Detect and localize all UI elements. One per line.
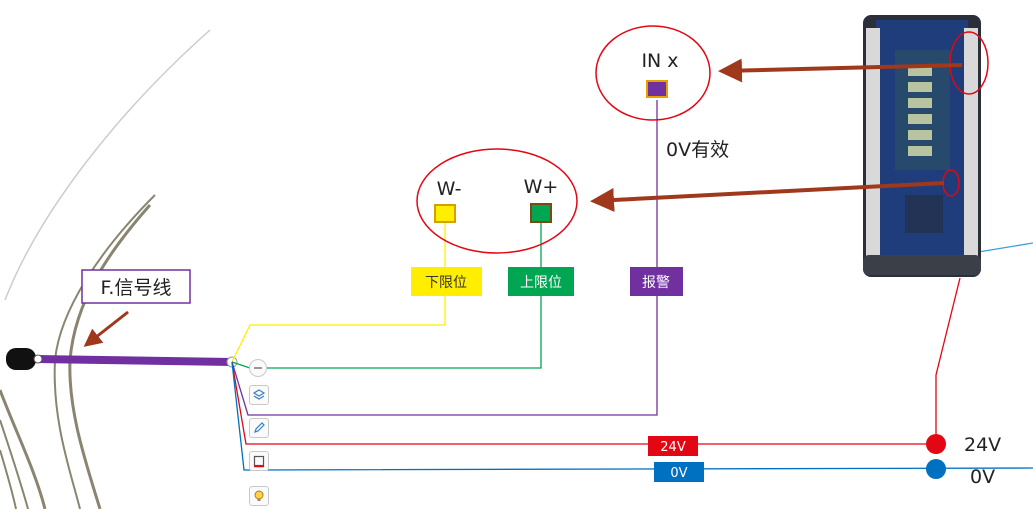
power-terminals: 24V 0V <box>926 434 1001 488</box>
pen-icon <box>254 422 265 433</box>
signal-cable <box>6 348 238 370</box>
terminal-24v-dot <box>926 434 946 454</box>
tag-24v <box>648 436 698 456</box>
tag-lower-limit <box>411 267 482 296</box>
controller-board <box>863 15 989 277</box>
wire-red <box>231 277 961 445</box>
signal-wire-arrow <box>83 310 129 347</box>
bulb-button[interactable] <box>249 486 269 506</box>
cable-body <box>35 355 233 366</box>
svg-text:下限位: 下限位 <box>425 275 467 291</box>
w-callout: W- W+ <box>416 148 578 254</box>
terminal-0v-dot <box>926 459 946 479</box>
svg-text:0V: 0V <box>670 466 687 481</box>
zero-valid-label: 0V有效 <box>666 139 729 161</box>
in-x-label: IN x <box>641 50 678 72</box>
in-x-terminal <box>646 80 668 98</box>
tag-0v <box>654 462 704 482</box>
cable-plug <box>6 348 36 370</box>
wire-tags: 下限位 上限位 报警 24V 0V <box>411 267 704 482</box>
arrow-to-in-x <box>718 58 963 83</box>
wire-blue <box>231 361 1033 471</box>
arrow-to-w <box>590 181 945 212</box>
frame-icon <box>253 455 265 468</box>
cable-start-node <box>33 354 43 364</box>
signal-wire-label: F.信号线 <box>101 277 172 299</box>
pointer-arrows <box>590 58 963 212</box>
layers-icon <box>252 389 266 400</box>
wire-green <box>231 222 542 369</box>
w-plus-terminal <box>530 203 552 223</box>
minus-circle-icon <box>254 367 262 369</box>
lightbulb-icon <box>254 490 264 501</box>
w-minus-label: W- <box>437 178 462 200</box>
board-highlight-top <box>949 31 989 95</box>
svg-text:报警: 报警 <box>642 275 670 291</box>
wire-purple <box>231 100 658 416</box>
pen-button[interactable] <box>249 418 269 438</box>
svg-text:24V: 24V <box>660 440 686 455</box>
w-plus-label: W+ <box>524 176 559 198</box>
tag-alarm <box>630 267 683 296</box>
tag-upper-limit <box>508 267 574 296</box>
svg-text:上限位: 上限位 <box>520 275 562 291</box>
terminal-24v-label: 24V <box>964 434 1001 456</box>
terminal-0v-label: 0V <box>970 466 995 488</box>
layers-button[interactable] <box>249 385 269 405</box>
signal-wire-callout: F.信号线 <box>81 269 191 347</box>
frame-button[interactable] <box>249 451 269 471</box>
in-x-callout: IN x <box>595 25 711 121</box>
w-minus-terminal <box>434 204 456 223</box>
collapse-button[interactable] <box>249 359 267 377</box>
